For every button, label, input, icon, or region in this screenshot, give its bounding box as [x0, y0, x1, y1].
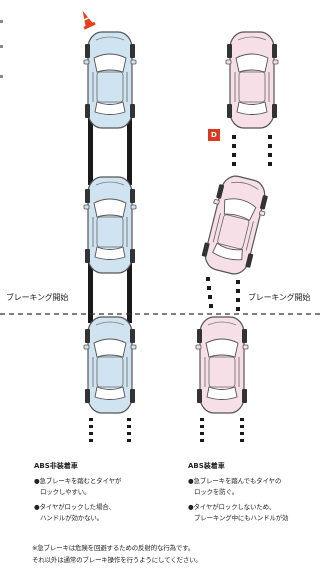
right-car-turning [197, 171, 273, 279]
badge-label: D [211, 131, 217, 139]
footnote-line-2: それ以外は通常のブレーキ操作を行うようにしてください。 [32, 556, 202, 564]
right-bullet-4: ブレーキング中にもハンドルが効 [194, 514, 289, 522]
right-bullet-1: ●急ブレーキを踏んでもタイヤの [188, 477, 282, 485]
left-bullet-3: ●タイヤがロックした場合、 [34, 503, 115, 511]
right-dashed-marks [200, 418, 244, 442]
braking-start-label-right: ブレーキング開始 [248, 293, 311, 302]
left-dashed-marks [89, 418, 131, 442]
left-bullet-1: ●急ブレーキを踏むとタイヤが [34, 477, 122, 485]
right-skid-marks [206, 135, 272, 311]
footnote-line-1: ※急ブレーキは危険を回避するための反射的な行為です。 [32, 544, 195, 552]
right-panel-title: ABS装着車 [188, 462, 225, 470]
right-bullet-2: ロックを防ぐ。 [194, 488, 239, 496]
right-bullet-3: ●タイヤがロックしないため、 [188, 503, 276, 511]
left-bullet-2: ロックしやすい。 [40, 488, 91, 496]
left-bullet-4: ハンドルが効かない。 [40, 514, 104, 522]
right-car-top [225, 31, 279, 129]
braking-start-label-left: ブレーキング開始 [6, 293, 69, 302]
left-edge-marks [0, 20, 3, 78]
right-car-bottom [195, 316, 249, 414]
badge-icon [208, 129, 220, 141]
left-panel-title: ABS非装着車 [34, 462, 78, 470]
left-car-top [83, 31, 137, 129]
traffic-cone-icon [82, 10, 96, 30]
left-car-bottom [83, 316, 137, 414]
left-car-middle [83, 176, 137, 274]
